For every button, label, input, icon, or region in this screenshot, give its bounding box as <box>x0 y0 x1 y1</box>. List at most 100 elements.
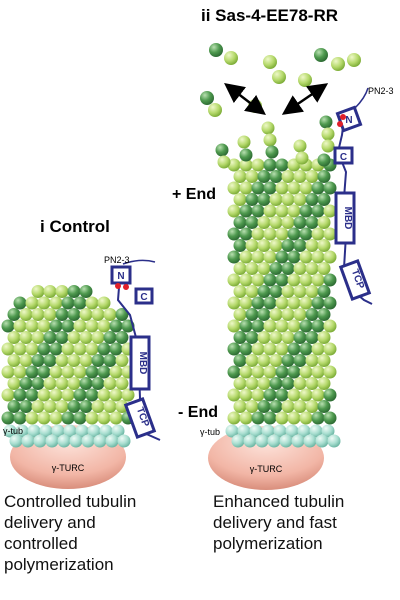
gamma-tubulin <box>291 434 305 448</box>
tubulin-dimer <box>103 400 117 413</box>
tubulin-dimer <box>293 193 307 206</box>
tubulin-dimer <box>263 250 277 264</box>
tubulin-dimer <box>263 181 277 195</box>
tubulin-dimer <box>109 319 123 333</box>
exchange-arrow-right <box>281 83 329 115</box>
tubulin-dimer <box>317 285 331 298</box>
tubulin-dimer <box>269 193 283 206</box>
tubulin-dimer <box>55 308 69 321</box>
tubulin-dimer <box>227 181 241 195</box>
tubulin-dimer <box>239 148 253 162</box>
tubulin-dimer <box>287 204 301 218</box>
tubulin-dimer <box>109 365 123 379</box>
tubulin-dimer <box>7 377 21 390</box>
tubulin-dimer <box>275 319 289 333</box>
tubulin-dimer <box>227 296 241 310</box>
tubulin-dimer <box>251 411 265 425</box>
tubulin-dimer <box>317 153 331 167</box>
tubulin-dimer <box>305 216 319 229</box>
mbd-label-left: MBD <box>137 352 148 375</box>
tubulin-dimer <box>233 170 247 183</box>
caption-right-line-3: polymerization <box>213 534 323 553</box>
tubulin-dimer <box>13 319 27 333</box>
tubulin-dimer <box>73 411 87 425</box>
tubulin-dimer <box>239 204 253 218</box>
tubulin-dimer <box>287 227 301 241</box>
tubulin-dimer <box>257 216 271 229</box>
tubulin-dimer <box>305 308 319 321</box>
tubulin-dimer <box>55 354 69 367</box>
tubulin-dimer <box>305 193 319 206</box>
mbd-domain-left <box>129 335 151 391</box>
tubulin-dimer <box>287 388 301 402</box>
tubulin-dimer <box>245 285 259 298</box>
tubulin-dimer <box>79 354 93 367</box>
tubulin-dimer <box>281 400 295 413</box>
gamma-tubulin <box>39 424 53 438</box>
tubulin-dimer <box>43 377 57 390</box>
tubulin-dimer <box>251 365 265 379</box>
tubulin-dimer <box>67 377 81 390</box>
tubulin-dimer <box>263 158 277 172</box>
tubulin-dimer <box>311 296 325 310</box>
tubulin-dimer <box>287 411 301 425</box>
tubulin-dimer <box>323 227 337 241</box>
tubulin-dimer <box>91 331 105 344</box>
tubulin-dimer <box>37 296 51 310</box>
tubulin-dimer <box>261 121 275 135</box>
tubulin-dimer <box>299 250 313 264</box>
phospho-dot-right-1 <box>337 121 343 127</box>
tubulin-dimer <box>55 377 69 390</box>
gamma-tubulin <box>285 424 299 438</box>
tubulin-dimer <box>13 388 27 402</box>
tubulin-dimer <box>49 342 63 356</box>
tubulin-dimer <box>239 411 253 425</box>
tubulin-dimer <box>85 388 99 402</box>
gamma-tubulin <box>321 424 335 438</box>
tubulin-dimer <box>121 388 135 402</box>
tubulin-dimer <box>67 331 81 344</box>
tubulin-dimer <box>251 227 265 241</box>
gamma-tubulin <box>45 434 59 448</box>
tubulin-dimer <box>319 115 333 129</box>
free-tubulin-dimer <box>224 51 238 65</box>
tubulin-dimer <box>43 354 57 367</box>
tubulin-dimer <box>311 365 325 379</box>
tubulin-dimer <box>227 411 241 425</box>
tubulin-dimer <box>85 342 99 356</box>
gamma-tubulin <box>27 424 41 438</box>
tubulin-dimer <box>317 170 331 183</box>
caption-right-line-1: Enhanced tubulin <box>213 492 345 511</box>
tubulin-dimer <box>97 296 111 310</box>
tubulin-dimer <box>299 411 313 425</box>
tubulin-dimer <box>269 285 283 298</box>
tubulin-dimer <box>115 354 129 367</box>
c-domain-left <box>134 287 154 305</box>
tubulin-dimer <box>317 308 331 321</box>
tubulin-dimer <box>91 354 105 367</box>
tubulin-dimer <box>55 285 69 298</box>
tubulin-dimer <box>7 400 21 413</box>
tubulin-dimer <box>323 342 337 356</box>
gamma-tub-label-right: γ-tub <box>200 427 220 437</box>
tubulin-dimer <box>293 308 307 321</box>
tubulin-dimer <box>233 331 247 344</box>
tubulin-dimer <box>1 365 15 379</box>
tubulin-dimer <box>299 204 313 218</box>
tubulin-dimer <box>25 365 39 379</box>
tubulin-dimer <box>321 127 335 141</box>
gamma-tubulin <box>81 434 95 448</box>
tubulin-dimer <box>239 296 253 310</box>
tubulin-dimer <box>49 296 63 310</box>
tubulin-dimer <box>269 239 283 252</box>
tubulin-dimer <box>317 262 331 275</box>
tubulin-dimer <box>19 308 33 321</box>
gamma-tubulin <box>267 434 281 448</box>
tubulin-dimer <box>227 273 241 287</box>
tubulin-dimer <box>239 273 253 287</box>
tubulin-dimer <box>263 133 277 147</box>
tubulin-dimer <box>1 388 15 402</box>
tubulin-dimer <box>43 400 57 413</box>
tubulin-dimer <box>299 273 313 287</box>
